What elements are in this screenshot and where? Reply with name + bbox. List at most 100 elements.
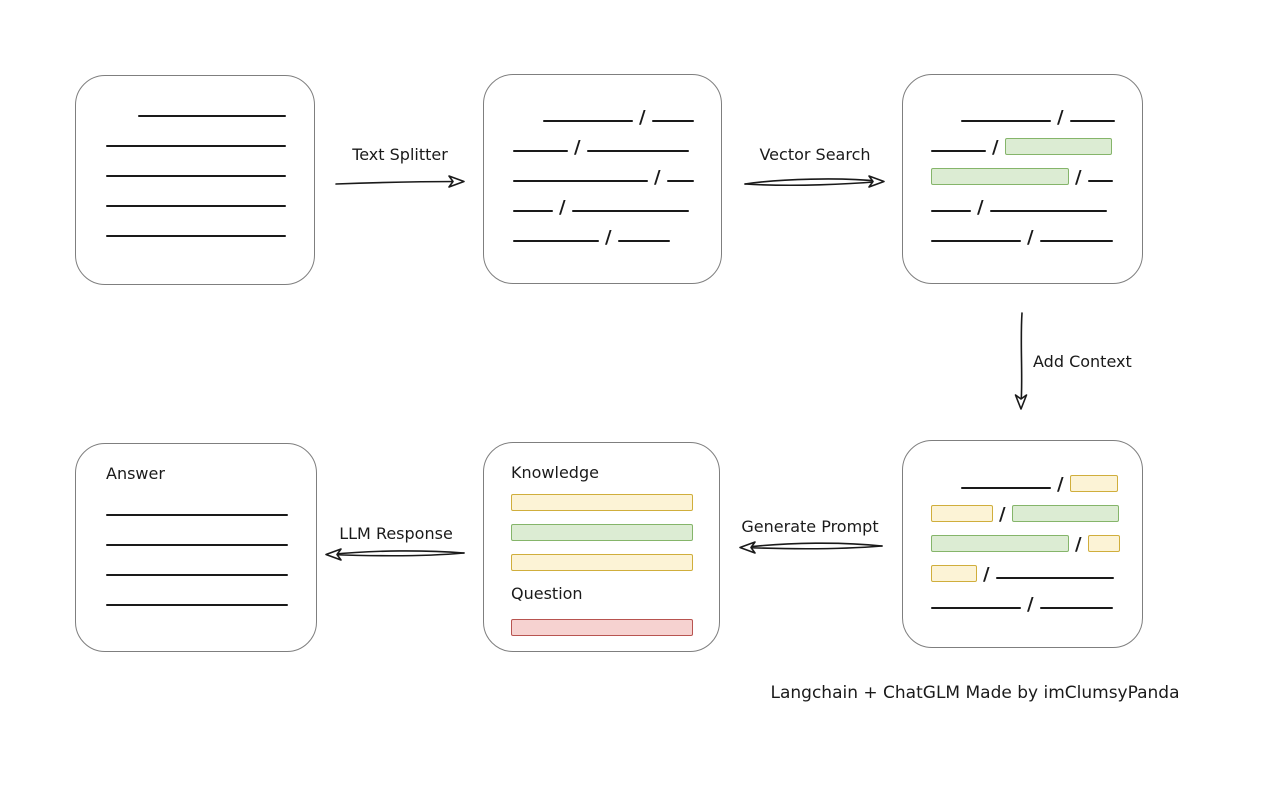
text-line <box>666 180 694 182</box>
node-row: / <box>513 186 721 218</box>
text-splitter-arrow <box>335 175 465 188</box>
node-row: / <box>931 126 1142 158</box>
node-row: Question <box>511 582 719 606</box>
slash-separator: / <box>639 107 646 128</box>
slash-separator: / <box>992 137 999 158</box>
text-line <box>138 115 286 117</box>
node-row: / <box>513 126 721 158</box>
arrow-shaft <box>329 550 465 556</box>
indent-gap <box>106 120 138 121</box>
slash-separator: / <box>999 504 1006 525</box>
text-splitter-arrow-label: Text Splitter <box>352 145 448 164</box>
text-line <box>961 487 1051 489</box>
text-line <box>989 210 1107 212</box>
slash-separator: / <box>605 227 612 248</box>
node-row: / <box>931 553 1142 585</box>
slash-separator: / <box>1075 534 1082 555</box>
green-highlight-chip <box>931 168 1069 185</box>
yellow-highlight-chip <box>511 554 693 571</box>
question-label: Question <box>511 584 583 603</box>
yellow-highlight-chip <box>1087 535 1120 552</box>
text-line <box>106 145 286 147</box>
node-source-document <box>75 75 315 285</box>
text-line <box>931 607 1021 609</box>
add-context-arrow-label: Add Context <box>1033 352 1132 371</box>
node-row: Knowledge <box>511 461 719 485</box>
text-line <box>106 514 288 516</box>
text-line <box>617 240 670 242</box>
slash-separator: / <box>574 137 581 158</box>
credit-caption: Langchain + ChatGLM Made by imClumsyPand… <box>770 683 1180 703</box>
node-row: / <box>931 583 1142 614</box>
slash-separator: / <box>1075 167 1082 188</box>
green-highlight-chip <box>511 524 693 541</box>
node-context-chunks: ///// <box>902 440 1143 648</box>
node-row: / <box>931 186 1142 217</box>
llm-response-arrow <box>325 548 465 561</box>
green-highlight-chip <box>1011 505 1119 522</box>
node-answer: Answer <box>75 443 317 652</box>
node-row <box>511 524 719 542</box>
text-line <box>106 235 286 237</box>
indent-gap <box>931 492 961 493</box>
green-highlight-chip <box>1004 138 1112 155</box>
arrow-shaft <box>335 180 461 185</box>
arrow-shaft <box>743 545 883 550</box>
node-row: / <box>513 96 721 128</box>
node-row: / <box>931 523 1142 555</box>
yellow-highlight-chip <box>1069 475 1118 492</box>
node-row: / <box>931 156 1142 188</box>
node-row <box>511 554 719 572</box>
text-line <box>1069 120 1115 122</box>
text-line <box>513 240 599 242</box>
arrow-shaft <box>744 178 881 185</box>
text-line <box>995 577 1114 579</box>
text-line <box>931 240 1021 242</box>
indent-gap <box>931 125 961 126</box>
text-line <box>106 175 286 177</box>
indent-gap <box>513 125 543 126</box>
text-line <box>106 574 288 576</box>
node-row: / <box>513 156 721 187</box>
text-line <box>513 210 553 212</box>
text-line <box>513 180 648 182</box>
node-row <box>511 619 719 637</box>
vector-search-arrow-label: Vector Search <box>759 145 871 164</box>
node-row <box>106 550 316 580</box>
text-line <box>586 150 689 152</box>
arrow-shaft <box>329 552 465 557</box>
slash-separator: / <box>1057 474 1064 495</box>
node-row <box>511 494 719 512</box>
text-line <box>1039 607 1113 609</box>
node-split-text: ///// <box>483 74 722 284</box>
node-row: Answer <box>106 462 316 486</box>
text-line <box>1039 240 1113 242</box>
text-line <box>543 120 633 122</box>
arrow-head <box>739 541 756 554</box>
arrow-shaft <box>743 542 883 549</box>
node-vector-matches: ///// <box>902 74 1143 284</box>
node-row: / <box>513 216 721 248</box>
yellow-highlight-chip <box>511 494 693 511</box>
arrow-shaft <box>1020 312 1023 405</box>
red-highlight-chip <box>511 619 693 636</box>
node-row <box>106 490 316 520</box>
text-line <box>931 150 986 152</box>
slash-separator: / <box>1027 227 1034 248</box>
node-row: / <box>931 96 1142 127</box>
text-line <box>106 604 288 606</box>
node-row: / <box>931 216 1142 248</box>
node-row <box>106 181 314 211</box>
slash-separator: / <box>983 564 990 585</box>
text-line <box>513 150 568 152</box>
generate-prompt-arrow <box>739 541 883 554</box>
generate-prompt-arrow-label: Generate Prompt <box>741 517 879 536</box>
text-line <box>106 205 286 207</box>
slash-separator: / <box>559 197 566 218</box>
arrow-head <box>1014 394 1028 410</box>
text-line <box>651 120 694 122</box>
node-row <box>106 151 314 181</box>
arrow-head <box>325 548 342 561</box>
